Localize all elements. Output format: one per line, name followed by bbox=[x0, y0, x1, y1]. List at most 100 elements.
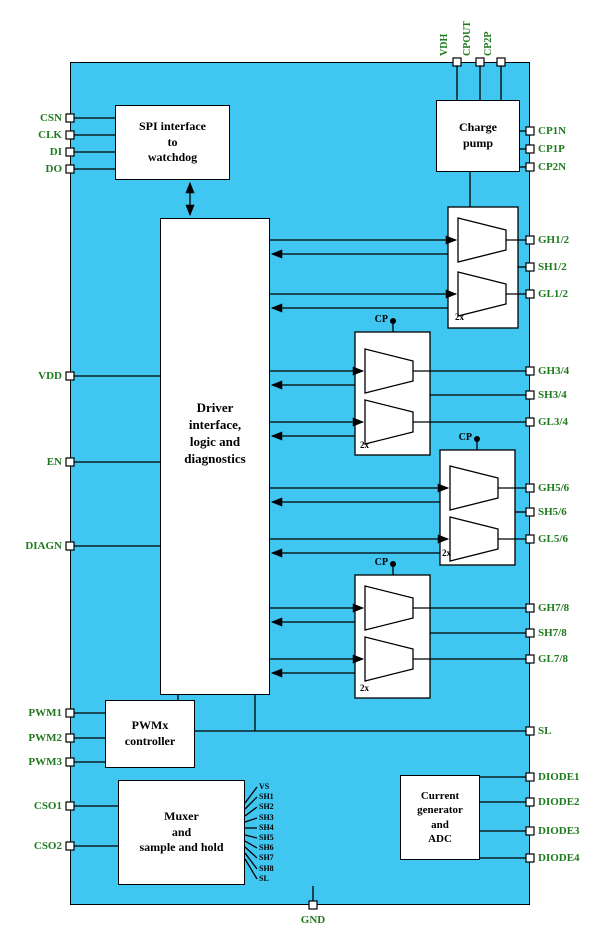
pin-pad bbox=[65, 541, 75, 551]
pin-label-do: DO bbox=[45, 163, 63, 175]
driver-stages bbox=[354, 206, 519, 699]
pin-pad bbox=[308, 900, 318, 910]
pin-label-cso2: CSO2 bbox=[33, 840, 62, 852]
spi-interface-block: SPI interface to watchdog bbox=[115, 105, 230, 180]
block-label: SPI interface bbox=[139, 119, 206, 134]
pin-pad bbox=[65, 801, 75, 811]
pin-label-csn: CSN bbox=[39, 112, 62, 124]
pin-pad bbox=[475, 57, 485, 67]
pin-pad bbox=[525, 366, 535, 376]
pin-pad bbox=[525, 797, 535, 807]
high-side-driver-symbol bbox=[364, 348, 414, 394]
stage-2x-label: 2x bbox=[442, 548, 451, 558]
high-side-driver-symbol bbox=[364, 585, 414, 631]
block-label: generator bbox=[417, 804, 463, 817]
pin-pad bbox=[525, 772, 535, 782]
pin-pad bbox=[525, 144, 535, 154]
mux-tap-label-sh5: SH5 bbox=[259, 833, 274, 842]
mux-tap-label-sh8: SH8 bbox=[259, 864, 274, 873]
pin-pad bbox=[525, 235, 535, 245]
pwmx-controller-block: PWMx controller bbox=[105, 700, 195, 768]
pin-pad bbox=[525, 417, 535, 427]
low-side-driver-symbol bbox=[364, 399, 414, 445]
pin-pad bbox=[65, 164, 75, 174]
pin-label-cp2n: CP2N bbox=[538, 161, 567, 173]
pin-pad bbox=[65, 841, 75, 851]
low-side-driver-symbol bbox=[449, 516, 499, 562]
cp-net-label: CP bbox=[374, 557, 388, 568]
pin-pad bbox=[525, 162, 535, 172]
pin-label-sh56: SH5/6 bbox=[538, 506, 567, 518]
mux-tap-label-sh6: SH6 bbox=[259, 843, 274, 852]
pin-pads bbox=[65, 57, 535, 910]
block-label: logic and bbox=[189, 434, 241, 449]
stage-2x-label: 2x bbox=[360, 683, 369, 693]
pin-pad bbox=[65, 130, 75, 140]
pin-pad bbox=[525, 853, 535, 863]
stage-2x-label: 2x bbox=[360, 440, 369, 450]
block-label: ADC bbox=[428, 832, 452, 845]
block-label: Muxer bbox=[164, 809, 199, 824]
cp-net-label: CP bbox=[374, 314, 388, 325]
muxer-sample-hold-block: Muxer and sample and hold bbox=[118, 780, 245, 885]
pin-label-vdh: VDH bbox=[439, 33, 450, 56]
pin-pad bbox=[525, 603, 535, 613]
charge-pump-block: Charge pump bbox=[436, 100, 520, 172]
pin-pad bbox=[525, 126, 535, 136]
block-label: sample and hold bbox=[139, 840, 224, 855]
pin-label-gl78: GL7/8 bbox=[538, 653, 568, 665]
mux-tap-label-vs: VS bbox=[259, 782, 270, 791]
pin-pad bbox=[525, 289, 535, 299]
low-side-driver-symbol bbox=[457, 271, 507, 317]
block-label: Charge bbox=[459, 120, 497, 135]
current-generator-adc-block: Current generator and ADC bbox=[400, 775, 480, 860]
pin-label-diode3: DIODE3 bbox=[538, 825, 580, 837]
block-label: pump bbox=[462, 136, 494, 150]
cp-net-label: CP bbox=[458, 432, 472, 443]
pin-pad bbox=[525, 483, 535, 493]
mux-tap-label-sl: SL bbox=[259, 874, 269, 883]
pin-pad bbox=[65, 733, 75, 743]
pin-pad bbox=[525, 262, 535, 272]
pin-pad bbox=[525, 507, 535, 517]
block-label: Driver bbox=[196, 400, 234, 416]
pin-label-clk: CLK bbox=[38, 129, 62, 141]
mux-tap-label-sh7: SH7 bbox=[259, 853, 274, 862]
block-label: interface, bbox=[188, 417, 242, 433]
block-label: and bbox=[431, 818, 449, 831]
mux-tap-label-sh3: SH3 bbox=[259, 813, 274, 822]
pin-label-gh56: GH5/6 bbox=[538, 482, 570, 494]
pin-pad bbox=[525, 654, 535, 664]
pin-label-cso1: CSO1 bbox=[33, 800, 62, 812]
driver-interface-block: Driver interface, logic and diagnostics bbox=[160, 218, 270, 695]
pin-label-vdd: VDD bbox=[38, 370, 62, 382]
pin-label-sl: SL bbox=[538, 725, 552, 737]
pin-label-pwm3: PWM3 bbox=[28, 756, 62, 768]
pin-label-cp1p: CP1P bbox=[538, 143, 565, 155]
block-label: and bbox=[171, 824, 192, 839]
block-label: Current bbox=[420, 789, 460, 802]
pin-pad bbox=[65, 757, 75, 767]
block-label: to bbox=[167, 134, 178, 149]
high-side-driver-symbol bbox=[457, 217, 507, 263]
pin-pad bbox=[525, 534, 535, 544]
wires bbox=[74, 66, 526, 901]
pin-label-cpout: CPOUT bbox=[462, 21, 473, 56]
mux-tap-label-sh1: SH1 bbox=[259, 792, 274, 801]
pin-label-gnd: GND bbox=[300, 914, 326, 926]
pin-label-di: DI bbox=[49, 146, 62, 158]
pin-label-gl56: GL5/6 bbox=[538, 533, 568, 545]
block-label: controller bbox=[124, 734, 176, 748]
pin-label-sh12: SH1/2 bbox=[538, 261, 567, 273]
pin-label-gh34: GH3/4 bbox=[538, 365, 570, 377]
block-label: PWMx bbox=[131, 718, 169, 733]
pin-label-pwm1: PWM1 bbox=[28, 707, 62, 719]
pin-label-gl34: GL3/4 bbox=[538, 416, 568, 428]
pin-pad bbox=[452, 57, 462, 67]
pin-label-cp2p: CP2P bbox=[483, 31, 494, 56]
mux-tap-label-sh4: SH4 bbox=[259, 823, 274, 832]
pin-label-diode4: DIODE4 bbox=[538, 852, 580, 864]
pin-pad bbox=[525, 726, 535, 736]
